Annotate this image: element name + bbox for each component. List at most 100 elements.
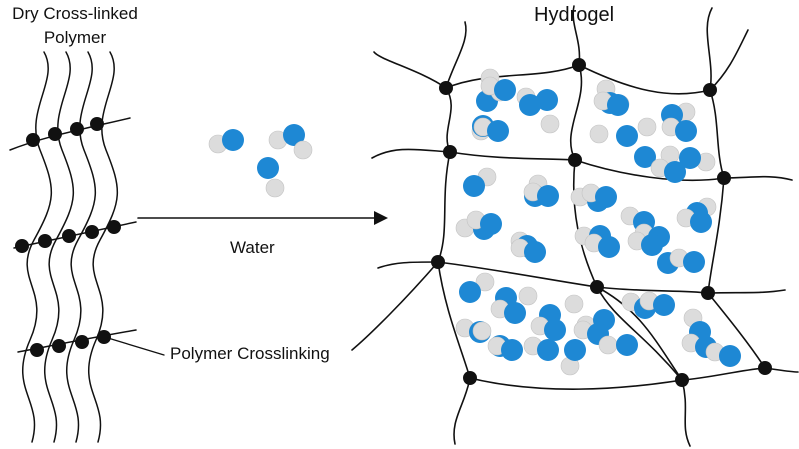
dry-title-line1: Dry Cross-linked [12, 4, 138, 23]
oxygen-atom [544, 319, 566, 341]
oxygen-atom [683, 251, 705, 273]
oxygen-atom [501, 339, 523, 361]
water-molecule [536, 89, 560, 134]
hydrogel-crosslink-node [439, 81, 453, 95]
water-molecule [516, 87, 541, 116]
hydrogel-dangling-strand [453, 377, 471, 445]
hydrogel-edge [596, 286, 683, 381]
oxygen-atom [564, 339, 586, 361]
arrow-head [374, 211, 388, 225]
hydrogel-title: Hydrogel [534, 4, 615, 26]
oxygen-atom [690, 211, 712, 233]
hydrogen-atom [265, 178, 285, 198]
hydrogel-crosslink-node [431, 255, 445, 269]
hydrogel-crosslink-node [463, 371, 477, 385]
crosslink-node [48, 127, 62, 141]
hydrogel-edge [445, 64, 580, 89]
crosslinking-label: Polymer Crosslinking [170, 344, 330, 363]
polymer-strand [21, 51, 52, 443]
oxygen-atom [257, 157, 279, 179]
crosslink-node [97, 330, 111, 344]
polymer-strand [87, 51, 118, 443]
water-molecule [589, 117, 657, 147]
hydrogel-crosslink-node [590, 280, 604, 294]
oxygen-atom [616, 334, 638, 356]
hydrogel-edge [572, 159, 598, 288]
hydrogen-atom [475, 272, 495, 292]
oxygen-atom [616, 125, 638, 147]
dry-title-line2: Polymer [43, 28, 107, 47]
hydrogen-atom [540, 114, 560, 134]
crosslink-node [70, 122, 84, 136]
hydrogel-crosslink-node [675, 373, 689, 387]
hydrogen-atom [637, 117, 657, 137]
oxygen-atom [463, 175, 485, 197]
oxygen-atom [459, 281, 481, 303]
hydrogel-crosslink-node [717, 171, 731, 185]
hydrogel-crosslink-node [703, 83, 717, 97]
water-molecule [480, 76, 516, 101]
oxygen-atom [634, 146, 656, 168]
water-molecule [510, 238, 546, 263]
water-molecule [268, 124, 313, 160]
hydrogen-atom [598, 335, 618, 355]
polymer-strand [65, 51, 96, 443]
water-molecule [523, 182, 559, 207]
water-molecule [487, 336, 523, 361]
water-molecule [627, 231, 663, 256]
hydrogel-edge [437, 151, 451, 263]
oxygen-atom [283, 124, 305, 146]
hydrogel-edge [681, 367, 766, 381]
crosslink-node [15, 239, 29, 253]
dry-polymer-title: Dry Cross-linked Polymer [0, 2, 150, 50]
water-molecule [208, 129, 244, 154]
oxygen-atom [641, 234, 663, 256]
water-molecule [679, 147, 716, 172]
water-molecule [705, 342, 741, 367]
crosslink-bar [17, 329, 137, 353]
oxygen-atom [719, 345, 741, 367]
hydrogel-dangling-strand [445, 21, 467, 89]
water-molecule [639, 291, 675, 316]
water-molecule [584, 233, 620, 258]
hydrogel-edge [707, 292, 766, 369]
hydrogel-edge [709, 89, 725, 179]
hydrogel-dangling-strand [706, 7, 713, 91]
hydrogel-edge [596, 286, 683, 381]
oxygen-atom [487, 120, 509, 142]
water-molecule [669, 248, 705, 273]
oxygen-atom [524, 241, 546, 263]
crosslink-node [107, 220, 121, 234]
hydrogen-atom [518, 286, 538, 306]
oxygen-atom [537, 339, 559, 361]
oxygen-atom [653, 294, 675, 316]
hydrogel-edge [707, 177, 725, 294]
hydrogel-edge [437, 261, 598, 288]
hydrogel-crosslink-node [568, 153, 582, 167]
oxygen-atom [504, 302, 526, 324]
oxygen-atom [480, 213, 502, 235]
oxygen-atom [679, 147, 701, 169]
hydrogel-crosslink-node [443, 145, 457, 159]
oxygen-atom [537, 185, 559, 207]
oxygen-atom [664, 161, 686, 183]
hydrogen-atom [589, 124, 609, 144]
crosslink-node [62, 229, 76, 243]
water-molecule [593, 91, 629, 116]
crosslink-node [30, 343, 44, 357]
water-label: Water [230, 238, 275, 257]
water-molecule [257, 157, 285, 198]
hydrogel-edge [469, 377, 683, 390]
hydrogel-dangling-strand [709, 29, 749, 91]
hydrogel-edge [574, 159, 725, 182]
hydrogel-dangling-strand [377, 261, 439, 269]
crosslink-node [85, 225, 99, 239]
crosslink-node [52, 339, 66, 353]
hydrogel-edge [437, 261, 471, 379]
water-molecule [490, 299, 526, 324]
water-molecule [560, 339, 586, 376]
oxygen-atom [222, 129, 244, 151]
water-molecule [581, 183, 617, 208]
hydrogel-dangling-strand [373, 51, 447, 89]
